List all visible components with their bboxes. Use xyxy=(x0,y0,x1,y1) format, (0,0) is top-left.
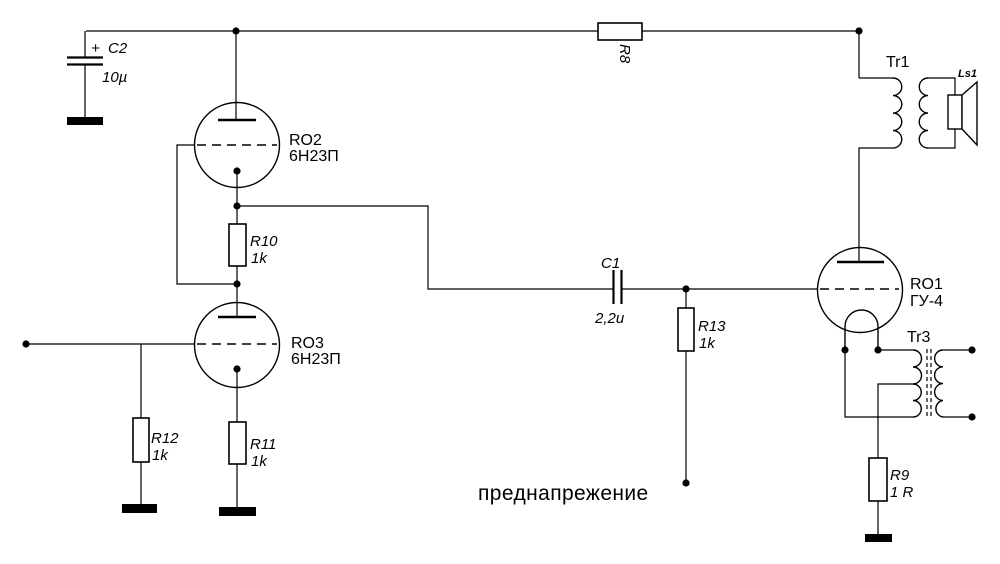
wire xyxy=(877,383,913,458)
resistor-r9 xyxy=(868,457,888,502)
junction-dot xyxy=(874,346,882,354)
resistor-r12 xyxy=(132,417,150,463)
wires xyxy=(26,30,972,534)
junction-dot xyxy=(232,27,240,35)
terminal-dot-input xyxy=(22,340,30,348)
resistor-r8 xyxy=(597,22,643,41)
grounds xyxy=(122,504,892,542)
speaker-cone xyxy=(961,80,978,147)
wire xyxy=(928,77,956,149)
r13-name-label: R13 xyxy=(698,318,726,335)
c1-value-label: 2,2u xyxy=(594,310,625,327)
transformer-tr1 xyxy=(892,77,929,149)
ls1-name-label: Ls1 xyxy=(958,68,977,80)
ground-symbol xyxy=(67,117,103,125)
ro3-name-label: RO3 xyxy=(291,335,324,352)
winding-primary xyxy=(892,77,903,149)
tube-ro2 xyxy=(193,101,281,189)
junction-dot xyxy=(233,280,241,288)
r11-name-label: R11 xyxy=(250,436,276,453)
r11-value-label: 1k xyxy=(251,453,268,470)
ground-symbol xyxy=(865,534,892,542)
junction-dot xyxy=(682,285,690,293)
transformer-core xyxy=(926,349,932,418)
capacitor-plate xyxy=(67,56,103,66)
c1-name-label: C1 xyxy=(601,255,620,272)
wire xyxy=(943,349,972,418)
tube-cathode-dot xyxy=(233,167,241,175)
tube-filament xyxy=(844,309,879,350)
resistor-r11 xyxy=(228,421,247,465)
r12-value-label: 1k xyxy=(152,447,169,464)
r10-name-label: R10 xyxy=(250,233,278,250)
resistor-r13 xyxy=(677,307,695,352)
junction-dots xyxy=(22,27,976,487)
wire xyxy=(237,205,613,290)
tr3-name-label: Tr3 xyxy=(907,329,931,346)
tube-envelope xyxy=(816,246,904,334)
winding-secondary xyxy=(918,77,929,149)
tube-ro1 xyxy=(816,246,904,350)
r8-name-label: R8 xyxy=(616,44,633,64)
tr1-name-label: Tr1 xyxy=(886,54,910,71)
winding-right xyxy=(933,349,944,418)
winding-left-bottom xyxy=(912,383,922,418)
wire xyxy=(858,147,893,262)
ground-symbol xyxy=(219,507,256,516)
r13-value-label: 1k xyxy=(699,335,716,352)
labels: + C2 10µ R8 RO2 6Н23П R10 1k RO3 6Н23П R… xyxy=(91,40,977,505)
c2-polarity-label: + xyxy=(91,40,100,57)
terminal-dot-filament xyxy=(968,413,976,421)
tube-cathode-dot xyxy=(233,365,241,373)
r12-name-label: R12 xyxy=(151,430,179,447)
speaker-body xyxy=(947,94,963,130)
capacitor-c2 xyxy=(67,56,103,125)
ro1-name-label: RO1 xyxy=(910,276,943,293)
junction-dot xyxy=(855,27,863,35)
wire xyxy=(844,350,913,418)
resistor-r10 xyxy=(228,223,247,267)
speaker-ls1 xyxy=(947,80,978,147)
transformer-tr3 xyxy=(912,349,944,418)
tube-ro3 xyxy=(193,301,281,389)
ro2-type-label: 6Н23П xyxy=(289,148,339,165)
ro3-type-label: 6Н23П xyxy=(291,351,341,368)
c2-name-label: C2 xyxy=(108,40,128,57)
ro1-type-label: ГУ-4 xyxy=(910,293,943,310)
resistors xyxy=(132,22,888,502)
capacitor-c1 xyxy=(612,270,623,304)
r9-name-label: R9 xyxy=(890,467,910,484)
junction-dot xyxy=(233,202,241,210)
terminal-dot-bias xyxy=(682,479,690,487)
tube-envelope xyxy=(193,101,281,189)
wire xyxy=(176,144,237,285)
winding-left-top xyxy=(912,349,923,385)
c2-value-label: 10µ xyxy=(102,69,127,86)
capacitor-plate xyxy=(612,270,623,304)
r9-value-label: 1 R xyxy=(890,484,914,501)
terminal-dot-filament xyxy=(968,346,976,354)
tube-envelope xyxy=(193,301,281,389)
ground-symbol xyxy=(122,504,157,513)
ro2-name-label: RO2 xyxy=(289,132,322,149)
r10-value-label: 1k xyxy=(251,250,268,267)
wire xyxy=(858,31,893,79)
junction-dot xyxy=(841,346,849,354)
bias-supply-label: преднапрежение xyxy=(478,482,649,505)
